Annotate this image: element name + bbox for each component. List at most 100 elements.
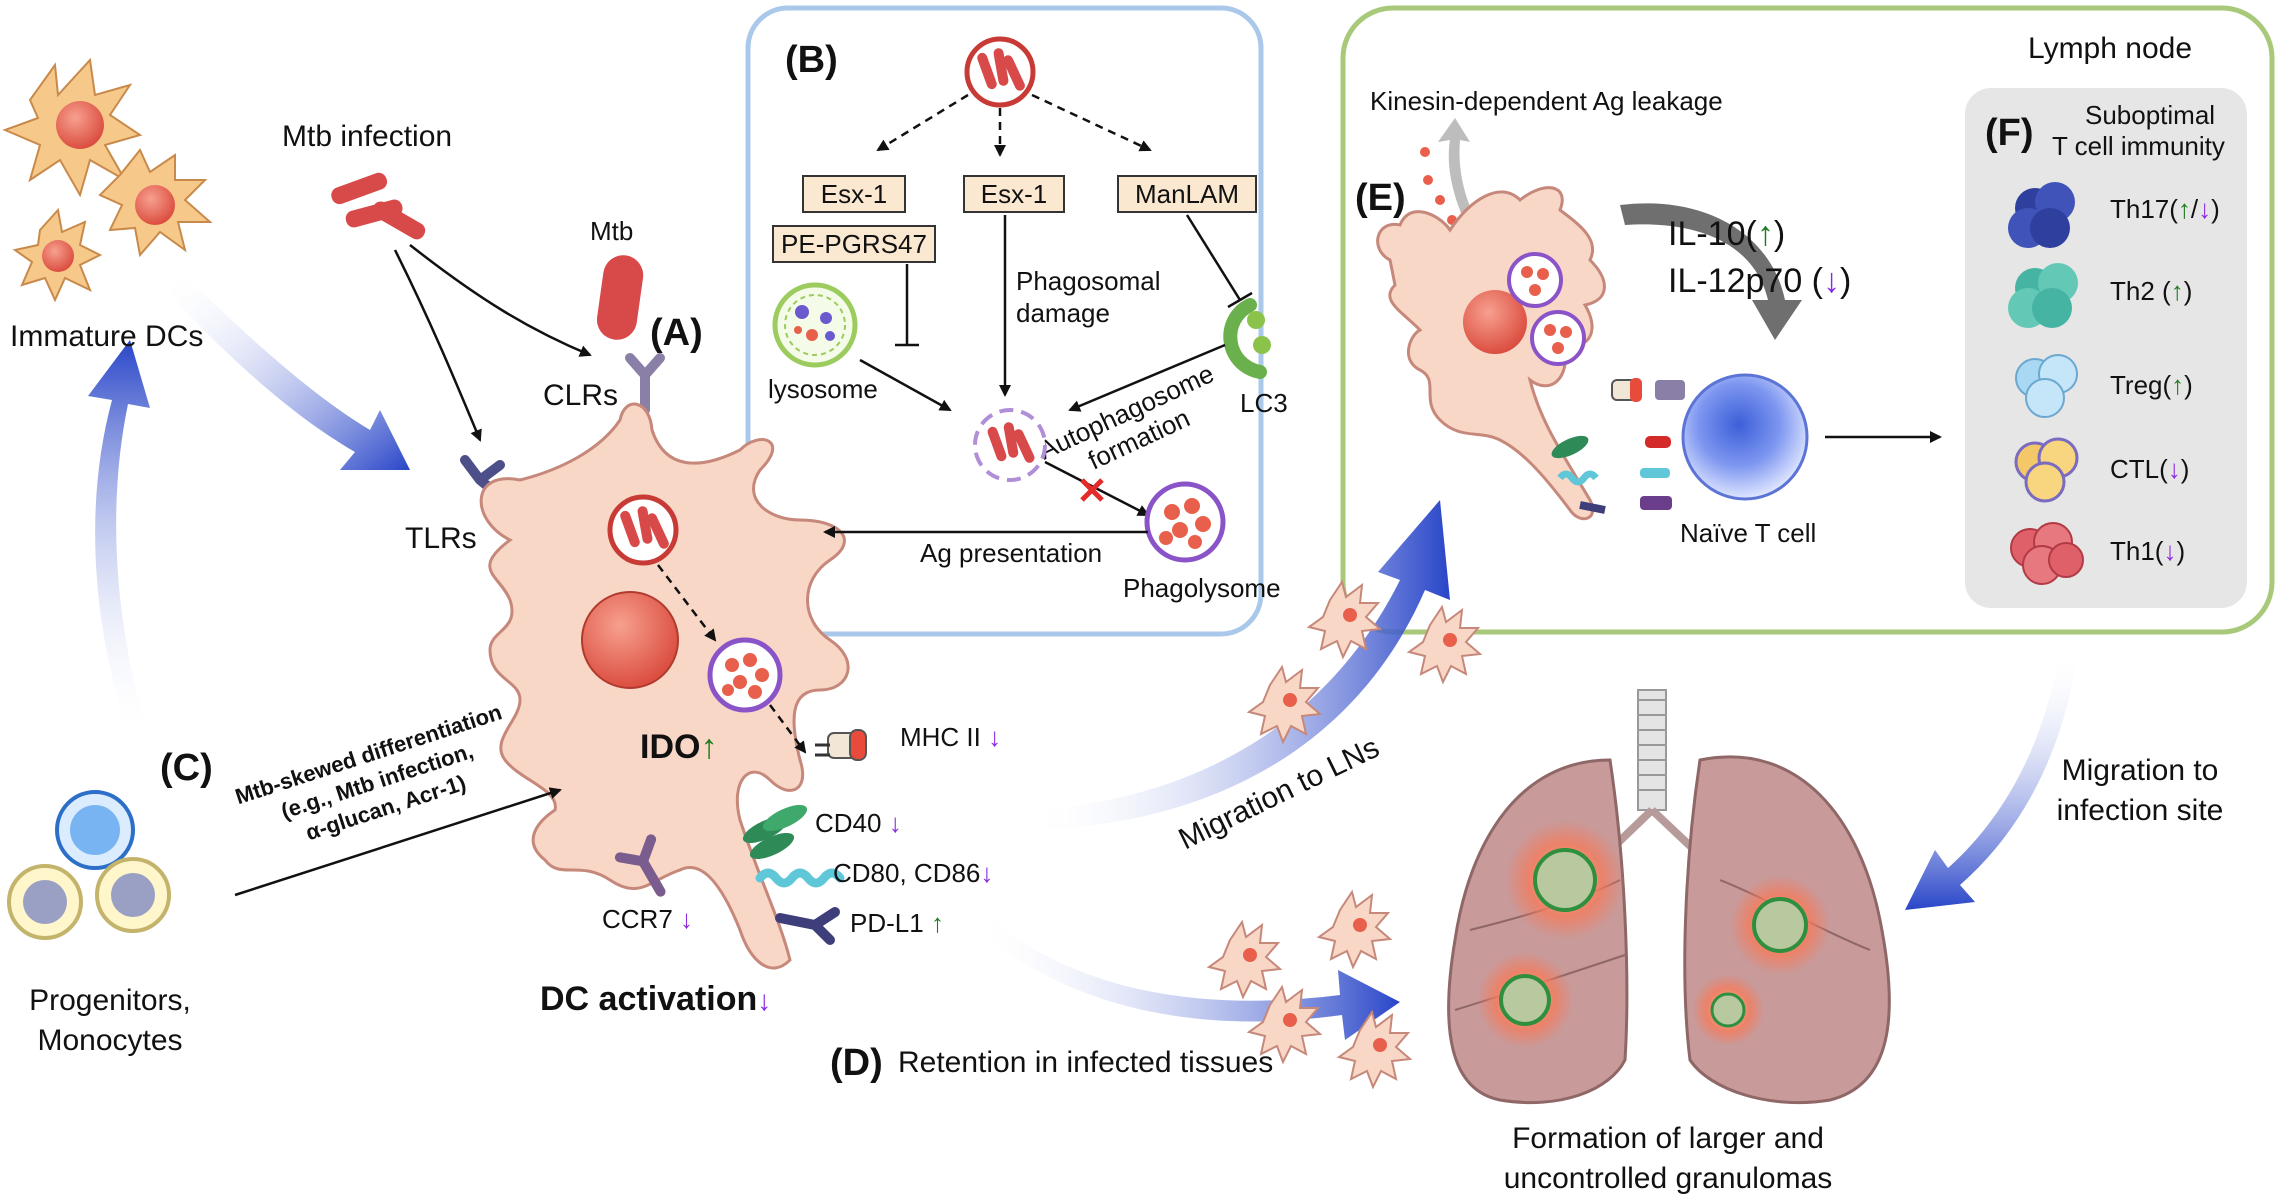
immature-dc-cells bbox=[2, 57, 213, 303]
arrow-lysosome-to-phagosome bbox=[859, 358, 952, 412]
pe-pgrs47-box bbox=[772, 225, 936, 263]
cd40-molecule bbox=[742, 804, 808, 860]
il12-label: IL-12p70 (↓) bbox=[1668, 262, 1851, 300]
mtb-bacilli-group bbox=[331, 172, 426, 240]
granuloma-label-1: Formation of larger and bbox=[1512, 1122, 1824, 1155]
naive-t-cell bbox=[1681, 373, 1809, 501]
panel-b-phagolysome bbox=[1144, 481, 1226, 563]
treg-cells bbox=[2015, 354, 2078, 418]
lymph-dc-phagolysome-1 bbox=[1507, 252, 1563, 308]
lysosome-label: lysosome bbox=[768, 374, 878, 404]
lymph-node-label: Lymph node bbox=[2028, 32, 2192, 65]
ccr7-receptor bbox=[614, 834, 666, 897]
clrs-label: CLRs bbox=[543, 379, 618, 412]
th2-label: Th2 (↑) bbox=[2110, 276, 2192, 306]
ido-label: IDO↑ bbox=[640, 728, 717, 766]
esx1-box-a bbox=[802, 175, 906, 213]
lymph-dc-receptors bbox=[1551, 378, 1642, 514]
cytokine-arrow bbox=[1620, 203, 1802, 340]
t-cell-receptors bbox=[1640, 380, 1685, 510]
arrow-migration-to-lns bbox=[1030, 500, 1450, 830]
esx1-label-a: Esx-1 bbox=[821, 179, 887, 209]
ag-leakage-arrow bbox=[1438, 118, 1490, 250]
granulomas bbox=[1477, 820, 1830, 1048]
migration-site-label-1: Migration to bbox=[2062, 754, 2219, 787]
dc-phagolysome bbox=[707, 637, 783, 713]
ctl-label: CTL(↓) bbox=[2110, 454, 2189, 484]
arrow-lc3-autophagosome bbox=[1068, 343, 1226, 412]
th17-label: Th17(↑/↓) bbox=[2110, 194, 2220, 224]
th1-cells bbox=[2010, 522, 2084, 585]
arrow-progenitor-to-dc bbox=[234, 787, 562, 897]
phagosomal-label-1: Phagosomal bbox=[1016, 266, 1161, 296]
mhc2-label: MHC II ↓ bbox=[900, 722, 1001, 752]
mtb-rod bbox=[596, 255, 644, 340]
pdl1-molecule bbox=[775, 907, 840, 945]
ctl-cells bbox=[2014, 437, 2079, 503]
inhibit-pe-pgrs47 bbox=[895, 264, 919, 347]
panel-d-label: (D) bbox=[830, 1042, 883, 1084]
block-x-icon bbox=[1080, 478, 1104, 502]
mtb-infection-label: Mtb infection bbox=[282, 120, 452, 153]
phagolysome-label: Phagolysome bbox=[1123, 573, 1281, 603]
pe-pgrs47-label: PE-PGRS47 bbox=[781, 229, 927, 259]
naive-t-cell-label: Naïve T cell bbox=[1680, 518, 1816, 548]
panel-e-label: (E) bbox=[1355, 177, 1406, 219]
mtb-skewed-text: Mtb-skewed differentiation (e.g., Mtb in… bbox=[232, 699, 505, 845]
lymph-dc-nucleus bbox=[1463, 290, 1527, 354]
arrow-phagosome-to-phagolysome bbox=[657, 564, 717, 642]
panel-b-mtb-top bbox=[964, 36, 1036, 108]
arrow-immature-to-dc bbox=[170, 270, 410, 470]
esx1-label-b: Esx-1 bbox=[981, 179, 1047, 209]
arrow-migration-to-site bbox=[1905, 650, 2078, 910]
progenitors-label-2: Monocytes bbox=[37, 1024, 182, 1057]
panel-f-title-1: Suboptimal bbox=[2085, 100, 2215, 130]
mtb-label: Mtb bbox=[590, 216, 633, 246]
clr-receptor bbox=[625, 353, 665, 415]
th2-cells bbox=[2008, 263, 2078, 328]
mhc2-molecule bbox=[815, 729, 867, 761]
panel-b-label: (B) bbox=[785, 39, 838, 81]
ccr7-label: CCR7 ↓ bbox=[602, 904, 693, 934]
ido-up-arrow: ↑ bbox=[700, 728, 717, 766]
panel-a-label: (A) bbox=[650, 312, 703, 354]
arrow-mtb-to-tlrs bbox=[393, 249, 482, 442]
retained-dcs bbox=[1206, 889, 1413, 1090]
phagosomal-label-2: damage bbox=[1016, 298, 1110, 328]
kinesin-label: Kinesin-dependent Ag leakage bbox=[1370, 86, 1723, 116]
panel-f-frame bbox=[1965, 88, 2247, 608]
retention-label: Retention in infected tissues bbox=[898, 1046, 1273, 1079]
dc-nucleus bbox=[581, 591, 679, 689]
lc3-icon bbox=[1223, 298, 1271, 379]
pdl1-label: PD-L1 ↑ bbox=[850, 908, 944, 938]
arrow-b-right bbox=[1031, 93, 1152, 152]
panel-f-title-2: T cell immunity bbox=[2052, 131, 2225, 161]
th1-label: Th1(↓) bbox=[2110, 536, 2185, 566]
lymph-dc-phagolysome-2 bbox=[1530, 310, 1586, 366]
manlam-box bbox=[1117, 175, 1257, 213]
panel-f-label: (F) bbox=[1985, 112, 2034, 154]
treg-label: Treg(↑) bbox=[2110, 370, 2193, 400]
damaged-phagosome bbox=[973, 408, 1047, 482]
dc-phagosome-mtb bbox=[607, 494, 679, 566]
progenitor-cells bbox=[7, 790, 171, 940]
esx1-box-b bbox=[963, 175, 1065, 213]
progenitors-label-1: Progenitors, bbox=[29, 984, 191, 1017]
ag-presentation-label: Ag presentation bbox=[920, 538, 1102, 568]
granuloma-label-2: uncontrolled granulomas bbox=[1504, 1162, 1833, 1195]
cd80-cd86-label: CD80, CD86↓ bbox=[833, 858, 993, 888]
inhibit-manlam bbox=[1185, 214, 1253, 309]
panel-c-label: (C) bbox=[160, 747, 213, 789]
cd80-cd86-molecule bbox=[755, 868, 845, 888]
th17-cells bbox=[2008, 182, 2075, 248]
arrow-progenitors-to-immature bbox=[88, 340, 150, 740]
dc-activation-label: DC activation↓ bbox=[540, 980, 771, 1018]
migration-site-label-2: infection site bbox=[2057, 794, 2224, 827]
migrating-dcs-to-ln bbox=[1246, 579, 1483, 745]
lc3-label: LC3 bbox=[1240, 388, 1288, 418]
lysosome-icon bbox=[772, 282, 858, 368]
manlam-label: ManLAM bbox=[1135, 179, 1239, 209]
il10-label: IL-10(↑) bbox=[1668, 215, 1785, 253]
arrow-mtb-to-clrs bbox=[409, 244, 592, 357]
